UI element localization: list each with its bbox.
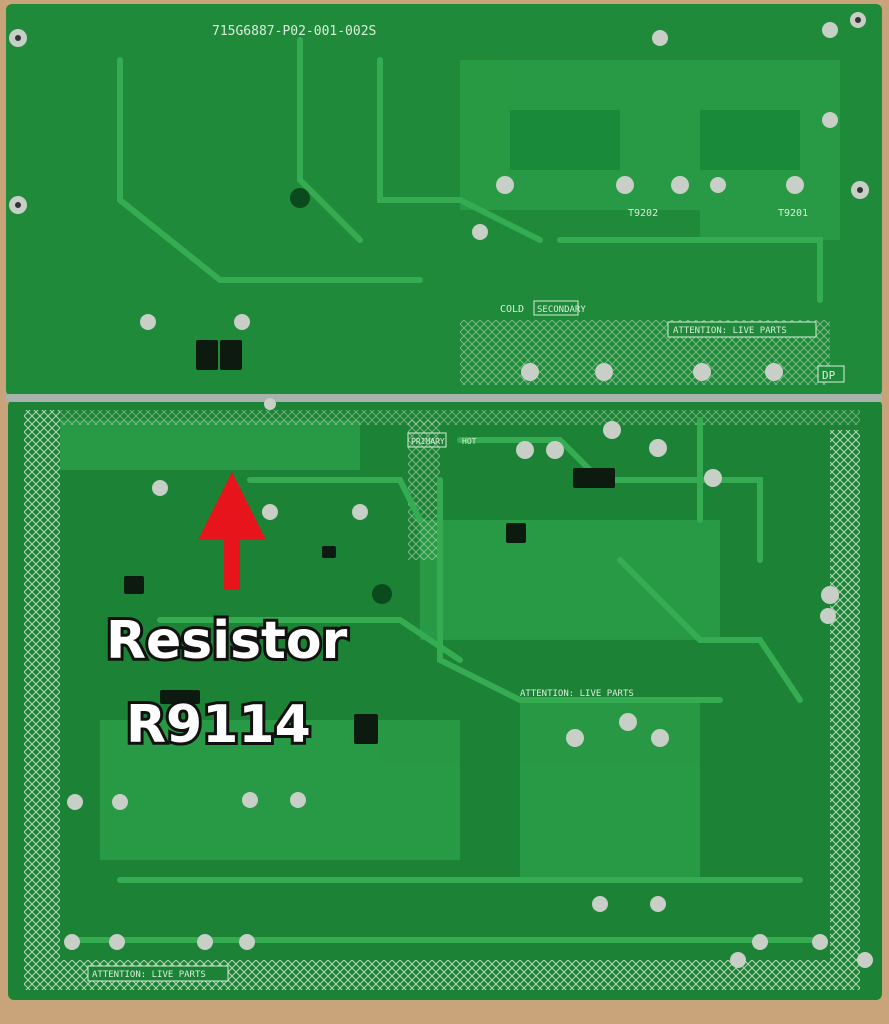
hatched-isolation-zones — [24, 320, 860, 990]
board-code-label: 715G6887-P02-001-002S — [212, 24, 376, 39]
transformer-right-label: T9201 — [778, 208, 808, 219]
secondary-label: SECONDARY — [537, 305, 586, 315]
dp-label: DP — [822, 369, 836, 382]
board-seam — [6, 394, 882, 402]
cold-label: COLD — [500, 304, 524, 315]
annotation-arrow — [198, 472, 266, 590]
transformer-left-label: T9202 — [628, 208, 658, 219]
attention-mid-label: ATTENTION: LIVE PARTS — [520, 689, 634, 699]
annotation-line-2: R9114 — [126, 695, 311, 755]
primary-label: PRIMARY — [411, 437, 445, 446]
attention-bottom-label: ATTENTION: LIVE PARTS — [92, 970, 206, 980]
attention-top-label: ATTENTION: LIVE PARTS — [673, 326, 787, 336]
copper-pours — [60, 60, 840, 880]
annotation-line-1: Resistor — [106, 611, 348, 671]
solder-pads — [9, 12, 873, 968]
hot-label: HOT — [462, 437, 477, 446]
silkscreen-labels: 715G6887-P02-001-002S COLD SECONDARY ATT… — [87, 24, 845, 982]
smd-components — [124, 340, 615, 744]
